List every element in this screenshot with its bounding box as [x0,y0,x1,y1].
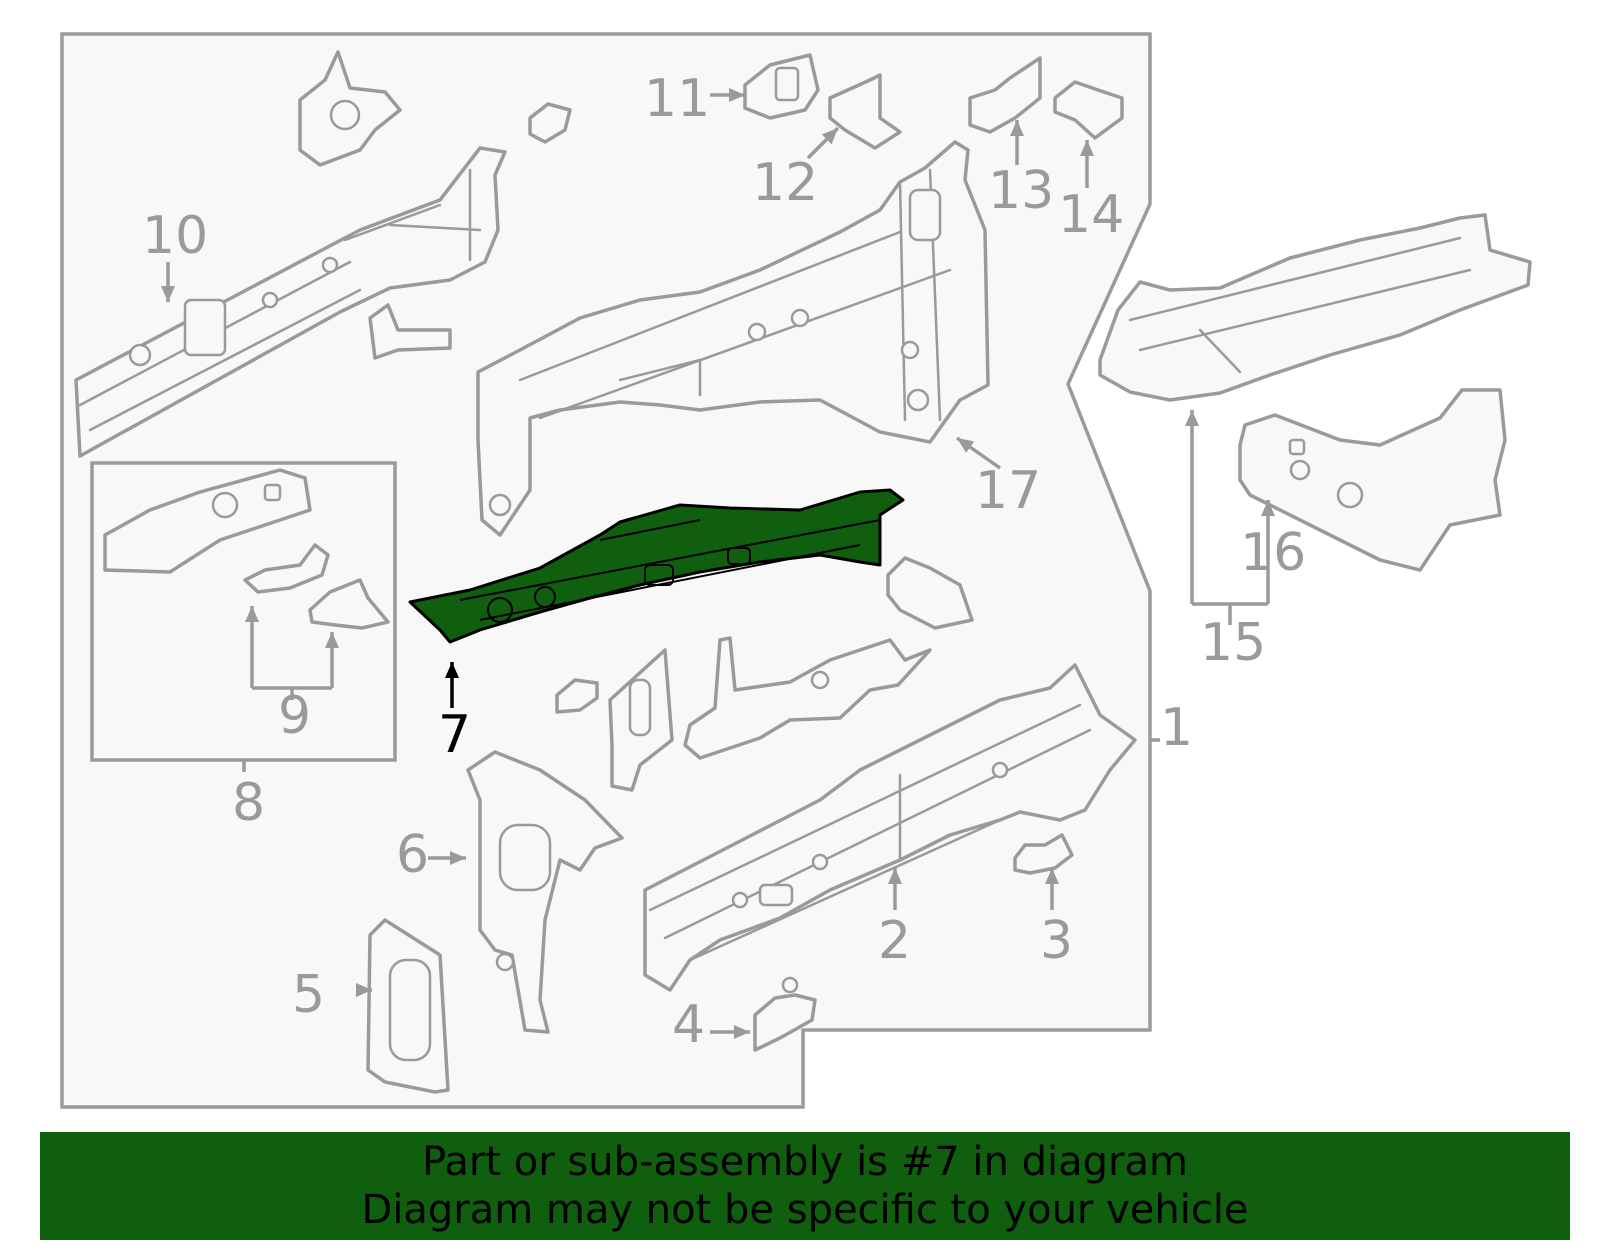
part-12-bracket [828,73,902,150]
callout-3: 3 [1040,911,1073,971]
callout-17: 17 [975,461,1041,521]
leader-arrowhead [1261,500,1275,516]
part-17-apron [476,140,990,537]
part-9-bracket-a [243,543,330,594]
part-8-rail-section [103,468,312,574]
part-14-bracket [1053,80,1124,140]
leader-arrowhead [450,851,466,865]
small-clip [528,102,572,144]
leader-arrowhead [1185,410,1199,426]
part-6-reinforcement [466,750,624,1034]
small-bracket [368,303,452,360]
part-7-highlighted-panel [408,488,905,644]
part-10-bracket [298,50,402,167]
part-reinforcement [608,648,674,792]
callout-5: 5 [292,965,325,1025]
leader-lines [161,88,1275,1039]
callout-13: 13 [988,161,1054,221]
part-4-bracket [753,976,817,1052]
callout-9: 9 [278,686,311,746]
leader-arrowhead [356,983,372,997]
part-16-extension [1238,388,1507,572]
part-2-side-member [643,663,1137,992]
callout-15: 15 [1200,613,1266,673]
part-clip-small [555,678,599,714]
leader-arrowhead [1010,120,1024,136]
callout-11: 11 [644,69,710,129]
banner-line-1: Part or sub-assembly is #7 in diagram [422,1139,1188,1185]
leader-arrowhead [729,88,745,102]
leader-arrowhead [245,606,259,622]
callout-4: 4 [672,995,705,1055]
callout-7: 7 [438,705,471,765]
info-banner: Part or sub-assembly is #7 in diagram Di… [40,1132,1570,1240]
leader-arrowhead [821,128,838,145]
part-10-upper-rail [74,146,507,458]
callout-6: 6 [396,825,429,885]
callout-2: 2 [878,911,911,971]
callout-12: 12 [752,153,818,213]
leader-arrowhead [734,1025,750,1039]
banner-line-2: Diagram may not be specific to your vehi… [361,1187,1249,1233]
part-11-bracket [743,53,820,120]
callout-10: 10 [142,206,208,266]
part-5-plate [366,918,450,1094]
part-3-bracket [1013,833,1074,875]
part-13-bracket [968,56,1042,134]
part-15-front-rail [1098,213,1532,402]
callout-16: 16 [1240,523,1306,583]
callout-1: 1 [1160,698,1193,758]
part-support-bracket [683,636,932,760]
callout-8: 8 [232,773,265,833]
leader-arrowhead [957,438,975,453]
leader-arrowhead [161,286,175,302]
leader-arrowhead [325,632,339,648]
leader-arrowhead [1080,140,1094,156]
part-bracket-small [886,556,974,630]
callout-14: 14 [1058,185,1124,245]
part-9-bracket-b [308,578,390,630]
leader-arrowhead [1045,868,1059,884]
leader-arrowhead [888,868,902,884]
leader-arrowhead [445,662,459,678]
